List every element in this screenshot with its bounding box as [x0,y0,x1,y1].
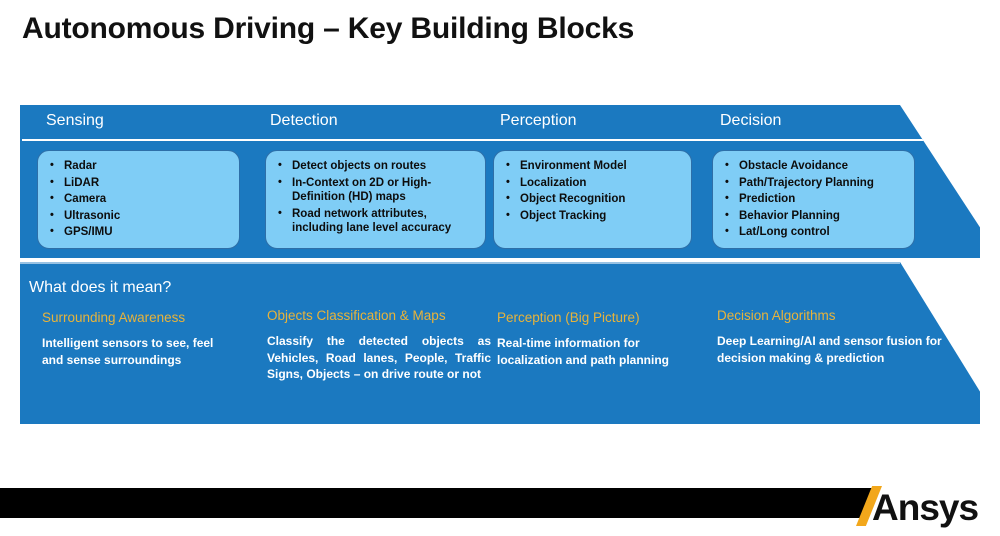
ansys-logo: Ansys [856,484,996,528]
meaning-heading: Decision Algorithms [717,308,836,323]
footer-bar [0,488,880,518]
meaning-heading: Surrounding Awareness [42,310,186,325]
stage-header-decision: Decision [720,112,782,129]
stage-header-sensing: Sensing [46,112,104,129]
meaning-heading: Objects Classification & Maps [267,308,446,323]
stage-header-perception: Perception [500,112,577,129]
list-item: LiDAR [50,175,233,191]
meaning-body: Deep Learning/AI and sensor fusion for d… [717,334,942,365]
ansys-wordmark: Ansys [872,487,979,528]
list-item: Detect objects on routes [278,158,479,174]
list-item: Localization [506,175,685,191]
meaning-body: Intelligent sensors to see, feel and sen… [42,336,214,367]
page-title: Autonomous Driving – Key Building Blocks [22,12,635,45]
bullet-box-detection: Detect objects on routes In-Context on 2… [265,150,486,249]
list-item: Road network attributes, including lane … [278,206,479,236]
meaning-arrow-band: What does it mean? Surrounding Awareness… [20,262,980,424]
header-divider [22,139,952,141]
list-item: Environment Model [506,158,685,174]
list-item: Object Tracking [506,208,685,224]
list-item: Camera [50,191,233,207]
meaning-column-decision: Decision Algorithms Deep Learning/AI and… [717,308,957,366]
list-item: Obstacle Avoidance [725,158,908,174]
list-item: Radar [50,158,233,174]
list-item: GPS/IMU [50,224,233,240]
stage-header-detection: Detection [270,112,338,129]
meaning-body: Classify the detected objects as Vehicle… [267,334,491,381]
pipeline-header-row: Sensing Detection Perception Decision [20,105,980,138]
meaning-column-perception: Perception (Big Picture) Real-time infor… [497,310,707,368]
list-item: Behavior Planning [725,208,908,224]
list-item: Path/Trajectory Planning [725,175,908,191]
meaning-column-detection: Objects Classification & Maps Classify t… [267,308,492,383]
bullet-box-decision: Obstacle Avoidance Path/Trajectory Plann… [712,150,915,249]
bullet-box-perception: Environment Model Localization Object Re… [493,150,692,249]
pipeline-arrow-band: Sensing Detection Perception Decision Ra… [20,105,980,258]
bullet-box-sensing: Radar LiDAR Camera Ultrasonic GPS/IMU [37,150,240,249]
meaning-section-title: What does it mean? [29,279,172,296]
list-item: Object Recognition [506,191,685,207]
meaning-column-sensing: Surrounding Awareness Intelligent sensor… [42,310,247,368]
band-divider [20,262,900,264]
list-item: Lat/Long control [725,224,908,240]
list-item: Prediction [725,191,908,207]
list-item: In-Context on 2D or High-Definition (HD)… [278,175,479,205]
meaning-heading: Perception (Big Picture) [497,310,640,325]
meaning-body: Real-time information for localization a… [497,336,670,367]
list-item: Ultrasonic [50,208,233,224]
